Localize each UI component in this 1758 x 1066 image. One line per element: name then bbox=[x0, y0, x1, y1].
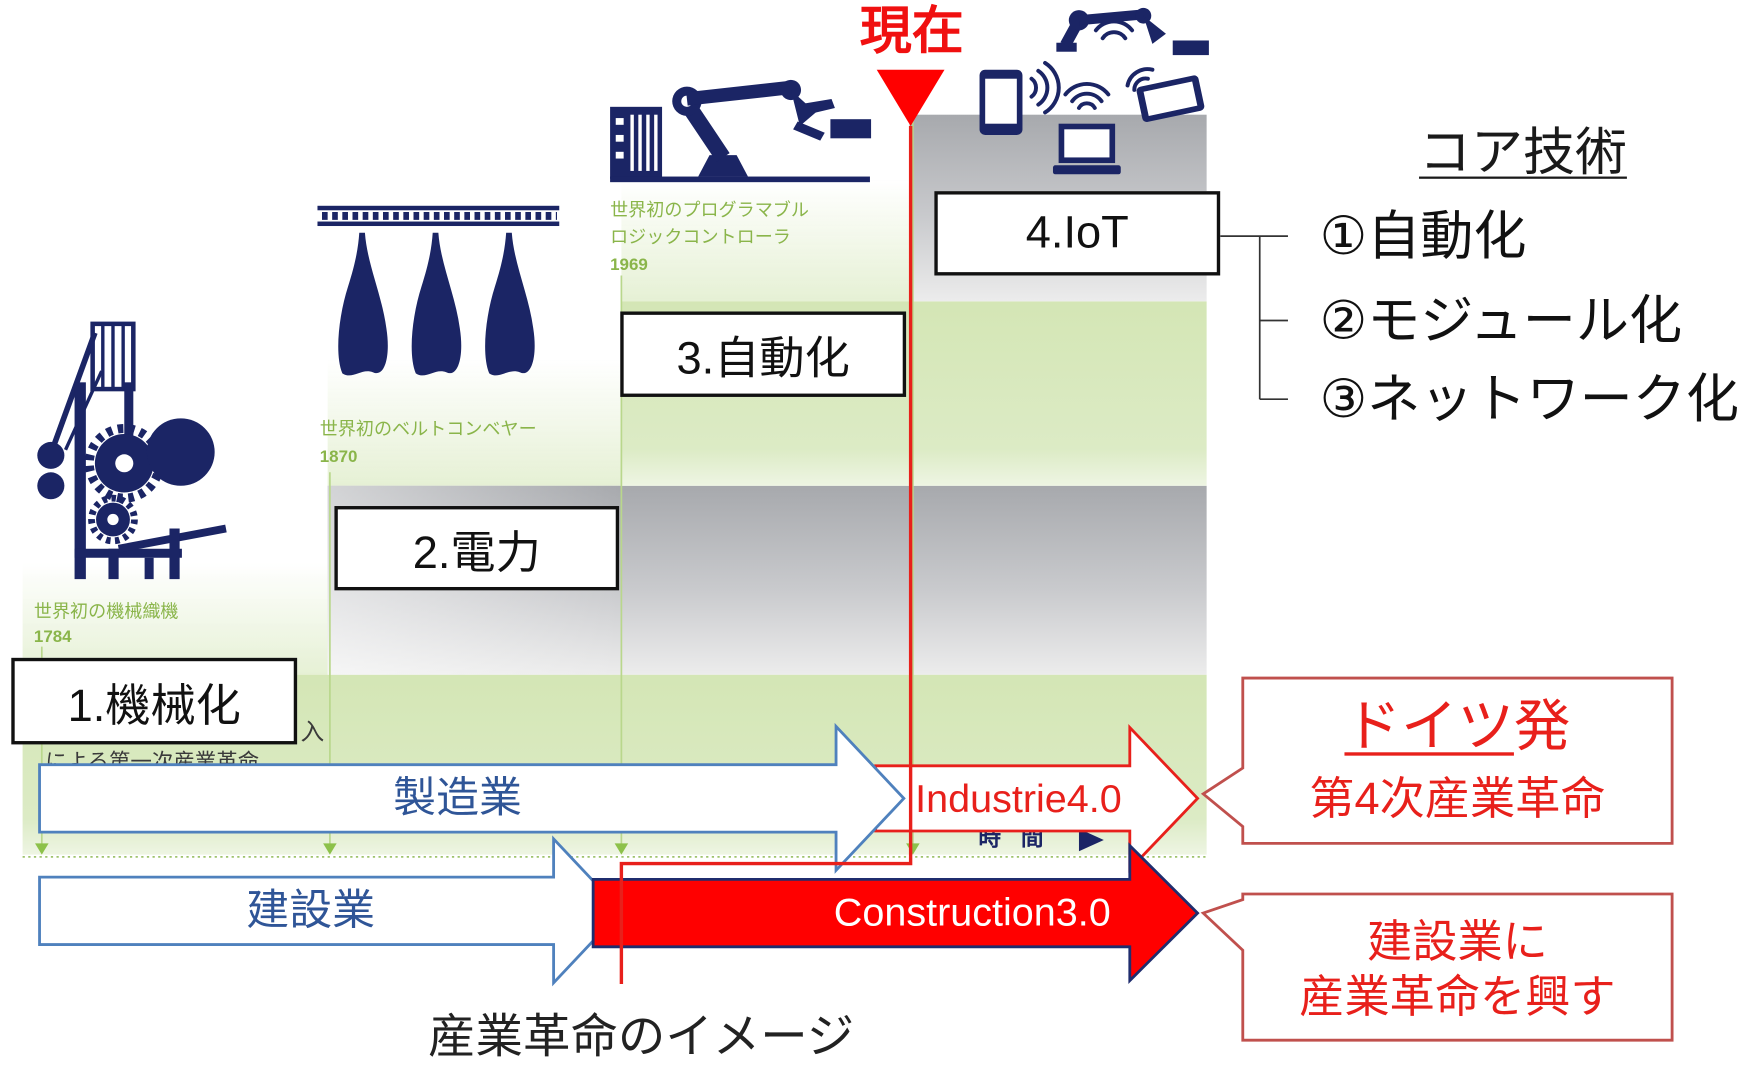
construction-next-arrow-label: Construction3.0 bbox=[833, 890, 1111, 935]
loom-icon bbox=[37, 321, 227, 580]
now-marker-triangle-icon bbox=[876, 69, 945, 126]
manufacturing-arrow bbox=[38, 722, 906, 874]
plc-robot-arm-icon bbox=[610, 79, 872, 183]
callout-germany-subtitle: 第4次産業革命 bbox=[1309, 774, 1606, 825]
iot-devices-icon bbox=[979, 7, 1209, 175]
stage2-year: 1870 bbox=[319, 447, 358, 467]
callout-germany-highlight: ドイツ bbox=[1344, 694, 1514, 758]
manufacturing-arrow-label: 製造業 bbox=[393, 774, 522, 823]
stage3-year: 1969 bbox=[610, 255, 648, 275]
tick-down-icon bbox=[35, 843, 49, 855]
play-triangle-icon bbox=[1078, 828, 1104, 852]
stage1-label: 1.機械化 bbox=[67, 680, 241, 731]
callout-construction-outline bbox=[1200, 892, 1674, 1042]
now-marker-line bbox=[619, 125, 913, 984]
core-technology-item: ③ネットワーク化 bbox=[1319, 368, 1739, 429]
fade-area-stage3 bbox=[621, 179, 910, 302]
callout-construction-line1: 建設業に bbox=[1367, 917, 1548, 968]
core-tech-bracket bbox=[1220, 235, 1288, 401]
stage4-label-box: 4.IoT bbox=[934, 191, 1221, 276]
industrie-arrow-label: Industrie4.0 bbox=[915, 777, 1122, 821]
stage1-year: 1784 bbox=[33, 627, 72, 647]
stage2-label: 2.電力 bbox=[412, 527, 541, 578]
callout-germany-suffix: 発 bbox=[1513, 694, 1571, 758]
now-marker-label: 現在 bbox=[859, 1, 964, 60]
core-technology-item: ①自動化 bbox=[1319, 205, 1527, 266]
diagram-caption: 産業革命のイメージ bbox=[428, 1009, 855, 1063]
stage4-label: 4.IoT bbox=[1025, 208, 1129, 258]
stage2-label-box: 2.電力 bbox=[334, 506, 620, 591]
tick-down-icon bbox=[614, 843, 629, 855]
stage3-caption-line1: 世界初のプログラマブル bbox=[610, 201, 809, 221]
core-technology-item: ②モジュール化 bbox=[1319, 290, 1683, 350]
core-technology-title: コア技術 bbox=[1419, 122, 1627, 182]
stage2-caption: 世界初のベルトコンベヤー bbox=[319, 420, 537, 440]
callout-germany-outline bbox=[1200, 676, 1674, 845]
partial-text-right: 入 bbox=[300, 719, 325, 746]
construction-arrow bbox=[38, 835, 624, 987]
stage1-caption: 世界初の機械織機 bbox=[33, 602, 179, 622]
tick-down-icon bbox=[323, 843, 337, 855]
fade-area-stage1 bbox=[22, 562, 328, 675]
construction-arrow-label: 建設業 bbox=[246, 887, 376, 935]
construction-next-arrow bbox=[591, 842, 1200, 984]
stage1-label-box: 1.機械化 bbox=[11, 657, 298, 745]
stage3-label: 3.自動化 bbox=[676, 333, 850, 384]
conveyor-icon bbox=[317, 205, 560, 376]
callout-germany-title: ドイツ発 bbox=[1243, 693, 1672, 760]
fade-area-stage2 bbox=[327, 359, 622, 486]
industrie-arrow bbox=[874, 724, 1200, 873]
callout-construction-line2: 産業革命を興す bbox=[1299, 972, 1616, 1023]
stage3-caption-line2: ロジックコントローラ bbox=[610, 228, 791, 248]
stage3-label-box: 3.自動化 bbox=[620, 311, 907, 397]
